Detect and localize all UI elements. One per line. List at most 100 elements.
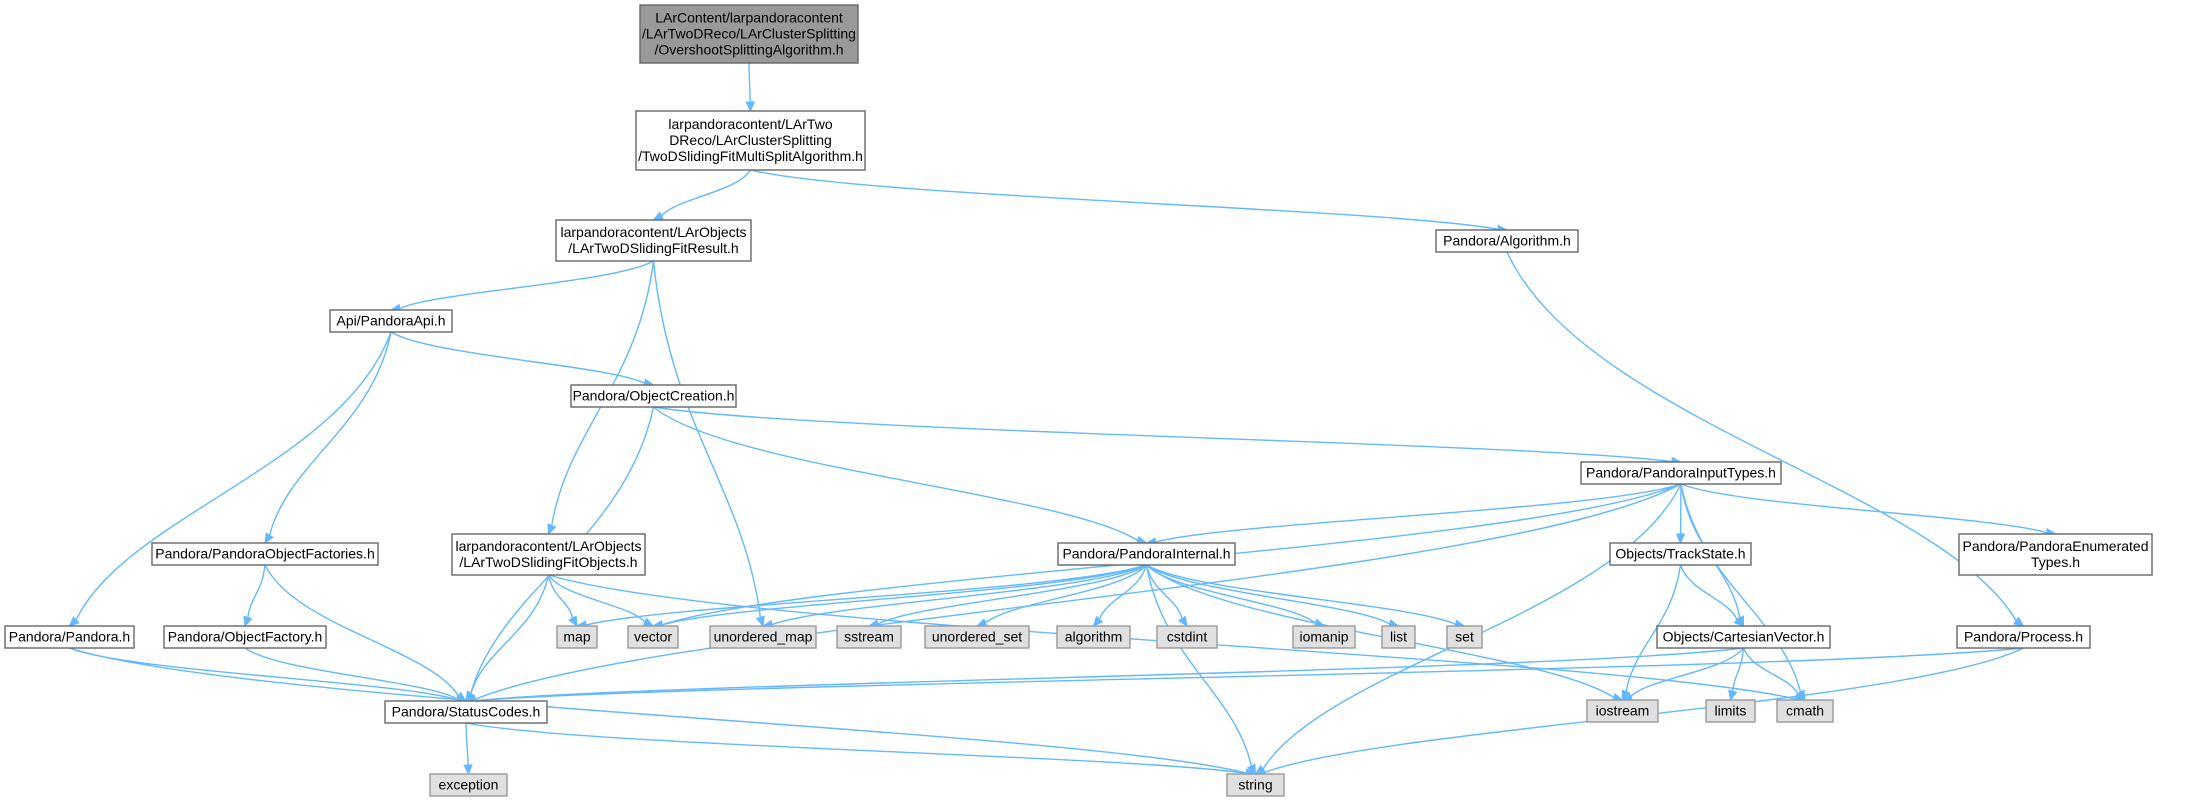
edge-line: [1146, 564, 1615, 699]
arrowhead-icon: [652, 211, 665, 221]
node-label-line: Pandora/PandoraEnumerated: [1962, 538, 2148, 554]
edge-line: [877, 564, 1147, 625]
node-box: [1609, 542, 1752, 566]
edge-line: [1155, 483, 1682, 543]
arrowhead-icon: [755, 615, 765, 628]
edge-line: [748, 62, 751, 103]
node-box: [1056, 625, 1131, 649]
arrowhead-icon: [642, 617, 655, 627]
node-box: [1446, 625, 1483, 649]
edge-line: [985, 564, 1148, 624]
edge-line: [268, 331, 392, 536]
edge-internal-to-vector: [651, 564, 1147, 630]
node-string: string: [1226, 773, 1285, 797]
node-label-line: /LArTwoDSlidingFitResult.h: [568, 240, 738, 256]
arrowhead-icon: [264, 532, 274, 545]
node-box: [570, 384, 737, 408]
arrowhead-icon: [1728, 689, 1738, 702]
node-box: [1958, 533, 2153, 576]
edge-pandoraapi-to-pandora: [68, 331, 392, 627]
edge-internal-to-algorithm_h: [1092, 564, 1148, 627]
node-fitobjects[interactable]: larpandoracontent/LArObjects/LArTwoDSlid…: [451, 533, 646, 576]
node-root[interactable]: LArContent/larpandoracontent/LArTwoDReco…: [639, 4, 859, 64]
edge-internal-to-cstdint: [1145, 564, 1188, 628]
node-label-line: /TwoDSlidingFitMultiSplitAlgorithm.h: [638, 148, 863, 164]
edge-trackstate-to-cartesian: [1679, 564, 1745, 627]
node-box: [1705, 699, 1756, 723]
node-exception: exception: [429, 773, 508, 797]
node-set: set: [1446, 625, 1483, 649]
edge-inputtypes-to-enumerated: [1680, 483, 2057, 538]
node-cartesian[interactable]: Objects/CartesianVector.h: [1656, 625, 1831, 649]
node-label-line: Objects/CartesianVector.h: [1663, 629, 1825, 645]
edge-cartesian-to-limits: [1728, 647, 1745, 702]
node-label-line: Pandora/ObjectFactory.h: [168, 629, 323, 645]
node-objectcreation[interactable]: Pandora/ObjectCreation.h: [570, 384, 737, 408]
edge-process-to-statuscodes: [464, 647, 2024, 706]
edge-line: [1742, 647, 1799, 695]
node-inputtypes[interactable]: Pandora/PandoraInputTypes.h: [1580, 461, 1782, 485]
edge-objectcreation-to-inputtypes: [653, 406, 1683, 467]
node-limits: limits: [1705, 699, 1756, 723]
node-label-line: Api/PandoraApi.h: [337, 313, 446, 329]
node-iostream: iostream: [1586, 699, 1659, 723]
node-algorithm[interactable]: Pandora/Algorithm.h: [1435, 229, 1579, 253]
edge-inputtypes-to-cmath: [1680, 483, 1806, 702]
node-pandoraapi[interactable]: Api/PandoraApi.h: [329, 309, 453, 333]
arrowhead-icon: [1177, 615, 1188, 628]
edge-multisplit-to-algorithm: [750, 169, 1509, 235]
edges-layer: [68, 62, 2057, 779]
node-label-line: /LArTwoDSlidingFitObjects.h: [459, 554, 637, 570]
edge-pandoraapi-to-objectcreation: [390, 331, 655, 388]
node-objectfactory[interactable]: Pandora/ObjectFactory.h: [163, 625, 327, 649]
edge-line: [1146, 564, 1391, 625]
edge-line: [474, 483, 1682, 701]
node-vector: vector: [627, 625, 679, 649]
node-box: [635, 110, 866, 171]
node-objectfactories[interactable]: Pandora/PandoraObjectFactories.h: [151, 542, 379, 566]
node-list: list: [1381, 625, 1416, 649]
node-label-line: Pandora/PandoraInternal.h: [1062, 546, 1230, 562]
node-label-line: limits: [1715, 703, 1747, 719]
edge-fitobjects-to-statuscodes: [465, 574, 550, 703]
edge-line: [474, 647, 2024, 702]
node-process[interactable]: Pandora/Process.h: [1956, 625, 2091, 649]
node-label-line: algorithm: [1065, 629, 1123, 645]
node-label-line: cstdint: [1167, 629, 1208, 645]
edge-line: [69, 647, 458, 701]
edge-line: [771, 564, 1147, 626]
node-label-line: DReco/LArClusterSplitting: [669, 132, 832, 148]
node-box: [1292, 625, 1356, 649]
edge-line: [547, 574, 646, 623]
node-pandora[interactable]: Pandora/Pandora.h: [4, 625, 135, 649]
node-label-line: cmath: [1786, 703, 1824, 719]
edge-line: [1146, 564, 1456, 625]
edge-fitobjects-to-vector: [547, 574, 655, 627]
edge-line: [1680, 483, 2047, 534]
edge-fitobjects-to-map: [547, 574, 578, 628]
node-fitresult[interactable]: larpandoracontent/LArObjects/LArTwoDSlid…: [555, 219, 752, 262]
node-internal[interactable]: Pandora/PandoraInternal.h: [1057, 542, 1236, 566]
node-box: [1656, 625, 1831, 649]
edge-line: [1145, 564, 1253, 767]
node-box: [429, 773, 508, 797]
node-box: [1057, 542, 1236, 566]
arrowhead-icon: [68, 616, 80, 627]
node-label-line: vector: [634, 629, 672, 645]
node-statuscodes[interactable]: Pandora/StatusCodes.h: [384, 700, 548, 724]
node-box: [329, 309, 453, 333]
edge-algorithm-to-process: [1506, 251, 2025, 627]
node-box: [451, 533, 646, 576]
node-sstream: sstream: [836, 625, 902, 649]
edge-fitresult-to-pandoraapi: [389, 260, 654, 313]
node-box: [1226, 773, 1285, 797]
node-label-line: Types.h: [2031, 554, 2080, 570]
node-map: map: [556, 625, 598, 649]
edge-line: [1625, 564, 1682, 692]
node-trackstate[interactable]: Objects/TrackState.h: [1609, 542, 1752, 566]
arrowhead-icon: [1246, 763, 1257, 776]
node-multisplit[interactable]: larpandoracontent/LArTwoDReco/LArCluster…: [635, 110, 866, 171]
arrowhead-icon: [1675, 533, 1686, 545]
